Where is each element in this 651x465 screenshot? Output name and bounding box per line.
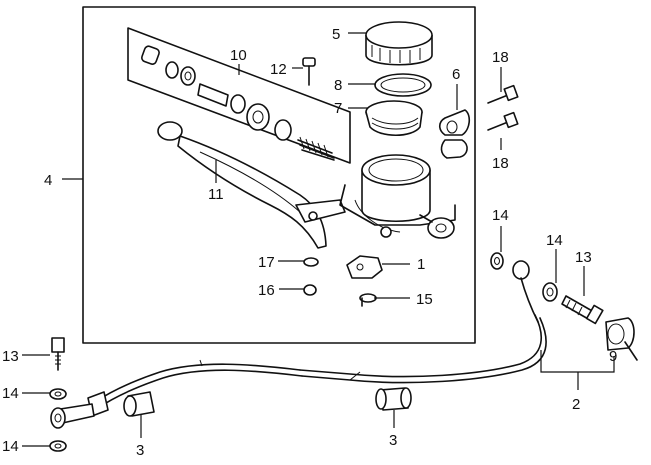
label-15: 15 — [416, 291, 433, 308]
piston-kit-parts — [141, 45, 335, 161]
washer-left-lower — [49, 440, 67, 452]
reservoir-screw — [302, 57, 316, 86]
banjo-bolt-right — [561, 295, 604, 325]
banjo-fitting — [605, 317, 638, 361]
hose-sleeve-left — [123, 391, 155, 417]
washer-left-upper — [49, 388, 67, 400]
label-7: 7 — [334, 100, 342, 117]
label-5: 5 — [332, 26, 340, 43]
washer-17 — [303, 257, 319, 267]
diaphragm — [365, 100, 423, 137]
switch-part — [346, 255, 383, 279]
label-4: 4 — [44, 172, 52, 189]
label-14-upper: 14 — [492, 207, 509, 224]
label-2: 2 — [572, 396, 580, 413]
label-14-left-upper: 14 — [2, 385, 19, 402]
brake-lever — [157, 121, 346, 249]
master-cylinder-body — [339, 154, 456, 239]
label-14-left-lower: 14 — [2, 438, 19, 455]
label-13-right: 13 — [575, 249, 592, 266]
nut-16 — [303, 284, 317, 296]
label-3-middle: 3 — [389, 432, 397, 449]
holder-bolts — [487, 84, 519, 131]
label-9: 9 — [609, 348, 617, 365]
label-10: 10 — [230, 47, 247, 64]
label-11: 11 — [208, 186, 224, 203]
label-18-upper: 18 — [492, 49, 509, 66]
label-3-left: 3 — [136, 442, 144, 459]
washer-upper — [490, 252, 504, 270]
label-17: 17 — [258, 254, 275, 271]
diaphragm-plate — [374, 73, 432, 97]
assembly-frame — [82, 6, 476, 344]
banjo-bolt-left — [51, 337, 65, 371]
screw-15 — [359, 293, 377, 307]
piston-kit-panel — [127, 27, 351, 164]
label-6: 6 — [452, 66, 460, 83]
handlebar-holder — [438, 109, 471, 159]
label-8: 8 — [334, 77, 342, 94]
brake-hose — [50, 260, 547, 429]
leader-lines — [22, 32, 615, 447]
label-16: 16 — [258, 282, 275, 299]
label-1: 1 — [417, 256, 425, 273]
hose-sleeve-middle — [375, 387, 412, 411]
part-labels: 1 2 3 3 4 5 6 7 8 9 10 11 12 13 13 14 14… — [2, 26, 617, 459]
label-12: 12 — [270, 61, 287, 78]
label-14-right: 14 — [546, 232, 563, 249]
reservoir-cap — [365, 21, 433, 66]
label-18-lower: 18 — [492, 155, 509, 172]
label-13-left: 13 — [2, 348, 19, 365]
washer-right — [542, 282, 558, 302]
